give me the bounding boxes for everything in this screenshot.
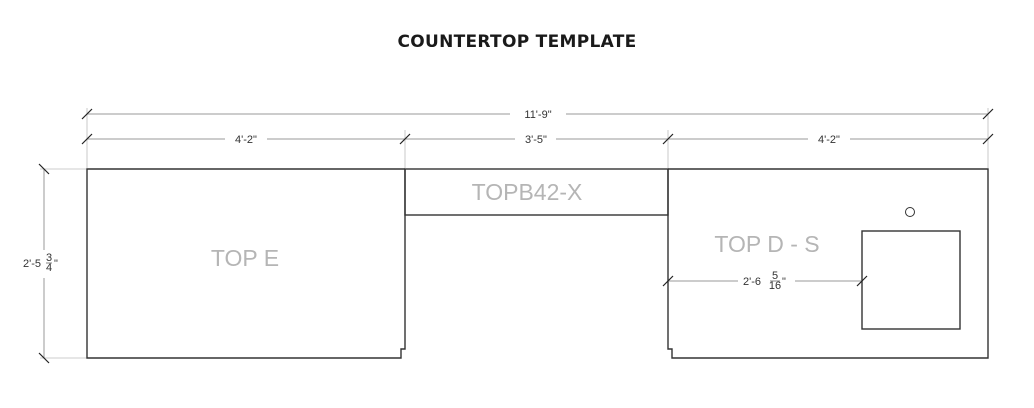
- overall-width-label: 11'-9": [524, 109, 551, 121]
- sink-offset-quote: ": [782, 276, 786, 288]
- right-width-label: 4'-2": [818, 134, 840, 146]
- sink-offset-dimension: 2'-6 5 16 ": [662, 270, 868, 292]
- piece-label-middle: TOPB42-X: [472, 179, 583, 205]
- depth-fraction-num: 3: [46, 252, 52, 264]
- piece-label-right: TOP D - S: [714, 231, 819, 257]
- sink-offset-fraction-num: 5: [772, 270, 778, 282]
- depth-label: 2'-5: [23, 258, 41, 270]
- extension-lines: [40, 108, 989, 359]
- segment-dimensions: 4'-2" 3'-5" 4'-2": [81, 133, 994, 146]
- drawing-title: COUNTERTOP TEMPLATE: [397, 32, 637, 52]
- overall-width-dimension: 11'-9": [81, 108, 994, 121]
- left-width-label: 4'-2": [235, 134, 257, 146]
- countertop-outline: [86, 168, 989, 359]
- faucet-hole: [905, 207, 915, 217]
- sink-offset-label: 2'-6: [743, 276, 761, 288]
- sink-cutout: [861, 230, 961, 330]
- depth-dimension: 2'-5 3 4 ": [23, 163, 58, 364]
- sink-offset-fraction-den: 16: [769, 280, 781, 292]
- middle-width-label: 3'-5": [525, 134, 547, 146]
- depth-fraction-den: 4: [46, 262, 52, 274]
- depth-quote: ": [54, 258, 58, 270]
- piece-label-left: TOP E: [211, 245, 279, 271]
